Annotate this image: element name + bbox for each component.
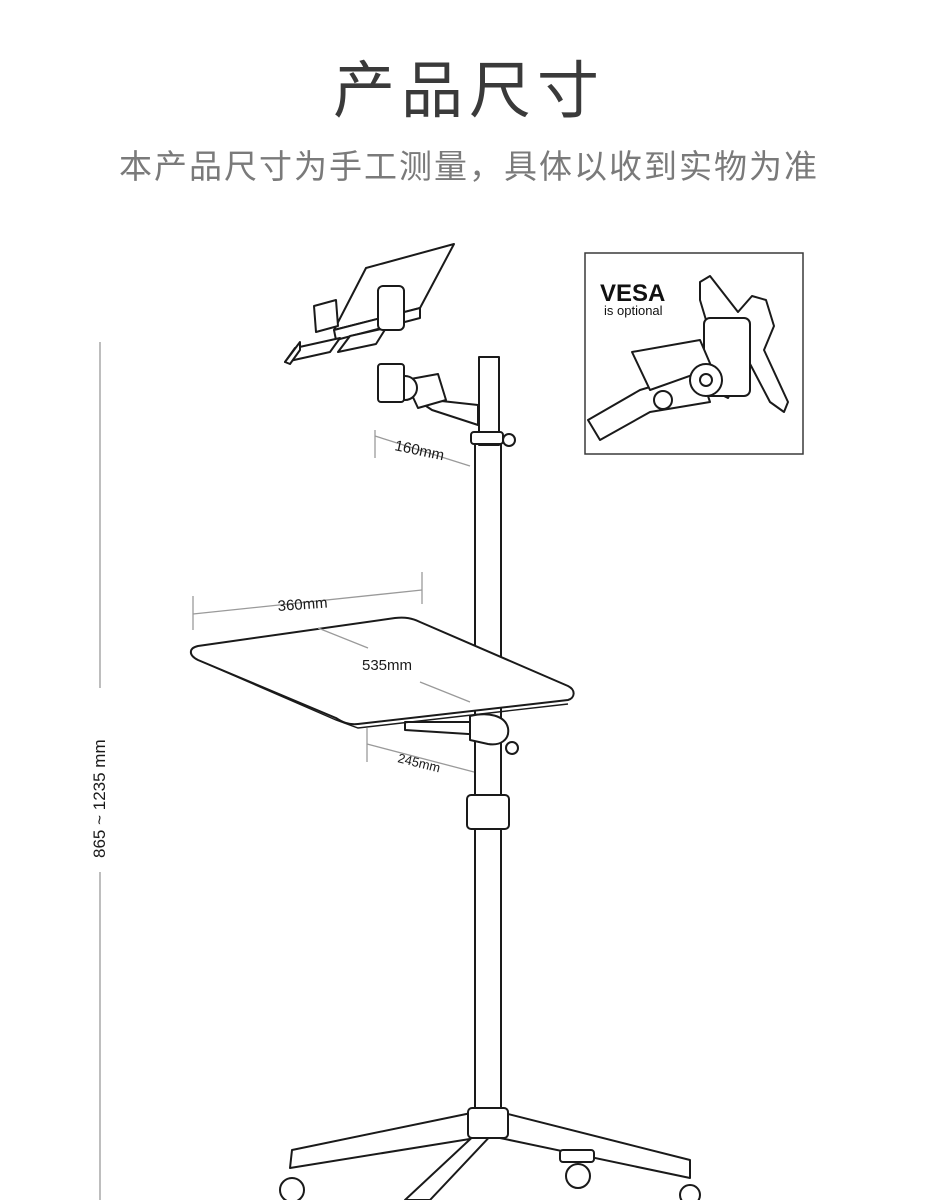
caster-wheel-left xyxy=(279,1177,305,1200)
height-range-label: 865 ~ 1235 mm xyxy=(90,739,109,858)
tray-depth-dimension: 535mm xyxy=(317,627,471,703)
tablet-arm xyxy=(377,363,479,426)
tray-arm-dimension: 245mm xyxy=(366,728,475,775)
caster-base xyxy=(279,1107,701,1200)
vesa-title: VESA xyxy=(600,280,665,307)
page-title: 产品尺寸 xyxy=(332,54,605,127)
laptop-tray xyxy=(189,616,575,746)
arm-length-dimension: 160mm xyxy=(374,430,471,467)
caster-wheel-right xyxy=(565,1163,591,1189)
height-dimension: 865 ~ 1235 mm xyxy=(90,342,109,1200)
tray-width-dimension: 360mm xyxy=(192,572,423,630)
tablet-holder xyxy=(284,243,455,365)
page-subtitle: 本产品尺寸为手工测量，具体以收到实物为准 xyxy=(119,147,819,186)
vesa-inset: VESA is optional xyxy=(584,252,804,455)
arm-length-label: 160mm xyxy=(393,437,445,464)
main-pole xyxy=(466,356,519,1122)
vesa-note: is optional xyxy=(604,303,663,318)
tray-arm-label: 245mm xyxy=(396,750,442,775)
tray-depth-label: 535mm xyxy=(362,657,412,674)
caster-wheel-front xyxy=(679,1184,701,1200)
tray-width-label: 360mm xyxy=(277,595,328,615)
